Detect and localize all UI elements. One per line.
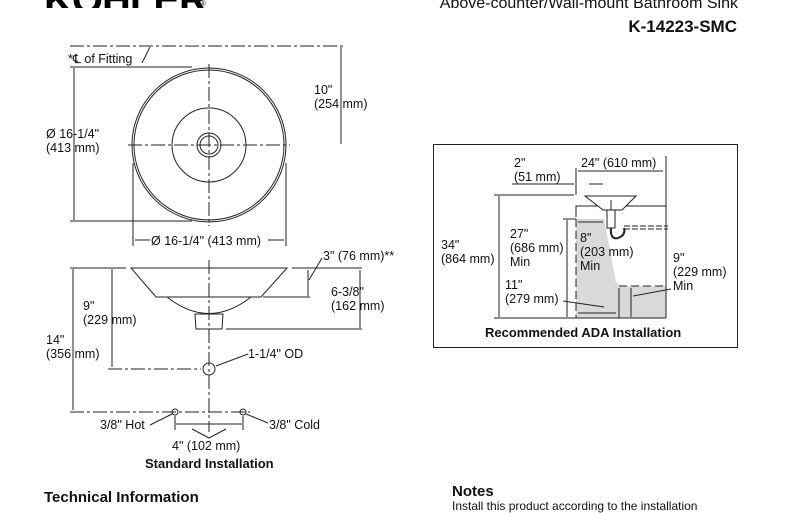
top-view — [70, 45, 345, 246]
ada-toe-height-dimension: 9" (229 mm) Min — [673, 251, 727, 293]
side-view — [70, 257, 362, 439]
ada-depth-dimension: 24" (610 mm) — [581, 156, 657, 170]
ada-knee-clearance-dimension: 27" (686 mm) Min — [510, 227, 564, 269]
cold-supply — [239, 408, 247, 416]
counter-edge — [575, 205, 666, 217]
leader-line — [245, 413, 269, 424]
supply-spacing-dimension: 4" (102 mm) — [172, 439, 241, 453]
hot-supply-label: 3/8" Hot — [100, 418, 145, 432]
ada-setback-dimension: 2" (51 mm) — [514, 156, 561, 184]
rim-to-drain-dimension: 9" (229 mm) — [83, 299, 137, 327]
p-trap — [609, 227, 626, 240]
centerline-of-fitting-label: *℄ of Fitting — [68, 52, 133, 66]
notes-heading: Notes — [452, 483, 494, 500]
registered-mark: ® — [200, 0, 206, 8]
rim-height-dimension: 3" (76 mm)** — [323, 249, 395, 263]
leader-line — [215, 353, 249, 367]
standard-installation-caption: Standard Installation — [145, 456, 274, 471]
drain-body — [194, 313, 224, 330]
leader-line — [141, 46, 151, 64]
ada-installation-caption: Recommended ADA Installation — [485, 325, 682, 340]
rim-to-supply-dimension: 14" (356 mm) — [46, 333, 100, 361]
technical-information-heading: Technical Information — [44, 489, 199, 506]
leader-line — [308, 257, 323, 281]
notes-text: Install this product according to the in… — [452, 499, 698, 513]
leader-line — [562, 300, 605, 308]
hot-supply — [171, 408, 179, 416]
bowl-depth-dimension: 6-3/8" (162 mm) — [331, 285, 385, 313]
diameter-horizontal-dimension: Ø 16-1/4" (413 mm) — [151, 234, 262, 248]
ada-installation-panel — [433, 144, 738, 348]
centerline-to-center-dimension: 10" (254 mm) — [314, 83, 368, 111]
product-type: Above-counter/Wall-mount Bathroom Sink — [439, 0, 738, 12]
drain-outlet — [202, 362, 216, 376]
drain-size-label: 1-1/4" OD — [248, 347, 304, 361]
leader-line — [149, 413, 173, 426]
ada-rim-height-dimension: 34" (864 mm) — [441, 238, 495, 266]
leader-line — [191, 428, 227, 439]
ada-toe-depth-dimension: 11" (279 mm) — [505, 278, 559, 306]
model-number: K-14223-SMC — [628, 17, 737, 36]
leader-line — [632, 288, 672, 297]
cold-supply-label: 3/8" Cold — [269, 418, 320, 432]
brand-logo: KOHLER — [44, 0, 207, 8]
knee-clearance-area — [576, 219, 666, 318]
ada-drain-tailpiece — [606, 209, 616, 229]
ada-knee-depth-dimension: 8" (203 mm) Min — [580, 231, 634, 273]
brand-name: KOHLER — [44, 0, 207, 8]
diameter-vertical-dimension: Ø 16-1/4" (413 mm) — [46, 127, 100, 155]
sink-profile — [129, 267, 289, 298]
